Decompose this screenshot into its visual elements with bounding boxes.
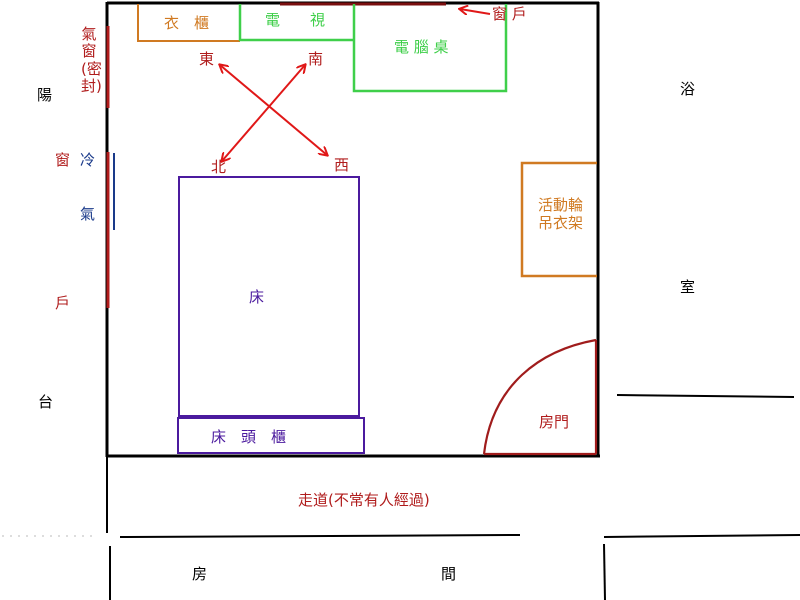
rolling-rack-label-1: 活動輪 — [538, 196, 584, 214]
compass-west: 西 — [334, 156, 350, 174]
wardrobe-label: 衣 櫃 — [164, 14, 210, 32]
aircon-label-2: 氣 — [80, 205, 96, 223]
rolling-rack-label-2: 吊衣架 — [538, 214, 584, 232]
compass-north: 北 — [211, 158, 227, 176]
balcony-label-2: 台 — [38, 393, 54, 411]
balcony-label-1: 陽 — [37, 86, 53, 104]
desk-label: 電 腦 桌 — [394, 38, 449, 56]
compass-south: 南 — [308, 50, 324, 68]
bathroom-label-2: 室 — [680, 278, 696, 296]
nightstand — [177, 417, 365, 454]
aircon-label-1: 冷 — [80, 151, 96, 169]
corridor-walls — [106, 394, 800, 600]
compass-arrows — [220, 65, 327, 161]
bed-label: 床 — [249, 288, 265, 306]
top-window-label: 窗 戶 — [492, 5, 527, 23]
room-below-label-2: 間 — [441, 565, 457, 583]
rolling-rack — [520, 161, 597, 278]
vent-window-label: 氣窗(密封) — [81, 25, 102, 95]
top-window-arrow — [460, 9, 491, 14]
tv-cabinet — [238, 4, 355, 42]
window-label-2: 戶 — [55, 294, 71, 312]
wardrobe — [137, 4, 240, 42]
tv-label: 電 視 — [265, 11, 326, 29]
door-label: 房門 — [539, 413, 570, 431]
nightstand-label: 床 頭 櫃 — [211, 428, 287, 446]
bathroom-label-1: 浴 — [680, 80, 696, 98]
bed — [178, 176, 360, 417]
corridor-label: 走道(不常有人經過) — [298, 491, 430, 509]
compass-east: 東 — [199, 50, 215, 68]
door — [482, 338, 598, 456]
window-label-1: 窗 — [55, 151, 71, 169]
room-below-label-1: 房 — [192, 565, 208, 583]
computer-desk — [352, 4, 508, 93]
